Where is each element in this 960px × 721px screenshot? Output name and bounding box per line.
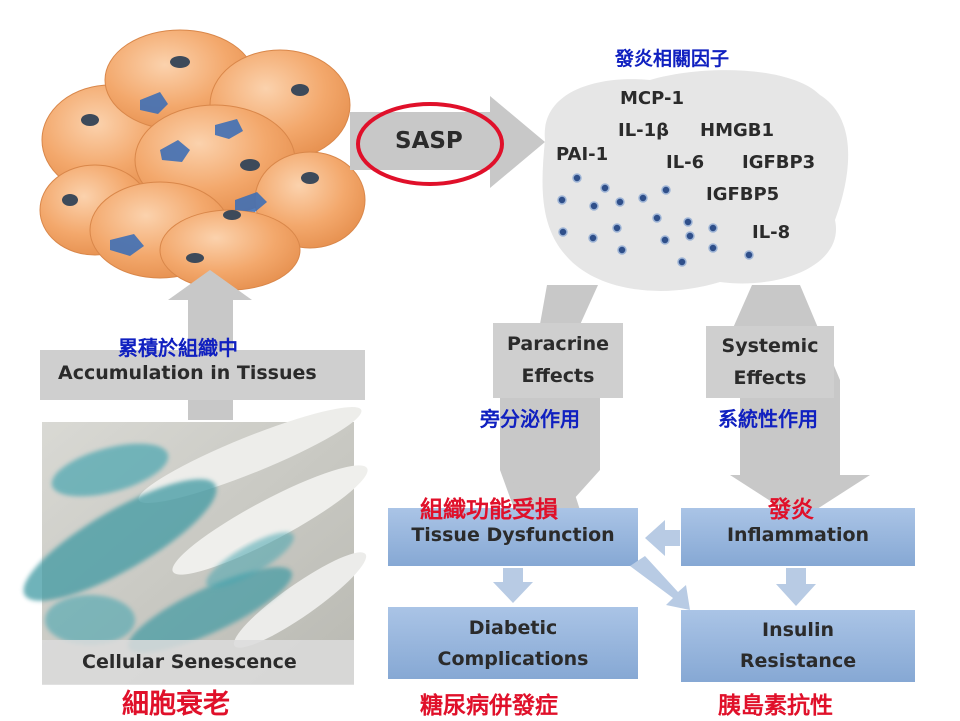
tissue-zh: 組織功能受損 (420, 496, 558, 523)
insulin-line2: Resistance (739, 650, 857, 672)
factor-il8: IL-8 (752, 222, 791, 243)
factor-igfbp3: IGFBP3 (742, 152, 816, 173)
senescence-zh: 細胞衰老 (122, 689, 230, 720)
inflammation-to-tissue-arrow (645, 520, 680, 556)
sasp-highlight-circle (356, 102, 504, 186)
accumulation-en: Accumulation in Tissues (58, 362, 317, 384)
factor-mcp1: MCP-1 (620, 88, 684, 109)
tissue-dysfunction-box (388, 508, 638, 566)
factor-igfbp5: IGFBP5 (706, 184, 780, 205)
insulin-zh: 胰島素抗性 (718, 692, 833, 719)
senescence-en: Cellular Senescence (82, 651, 297, 673)
accumulation-zh: 累積於組織中 (118, 336, 238, 360)
factors-title: 發炎相關因子 (615, 48, 730, 70)
diabetic-complications-box (388, 607, 638, 679)
systemic-box (706, 326, 834, 398)
diabetic-zh: 糖尿病併發症 (420, 692, 558, 719)
inflammation-zh: 發炎 (768, 496, 814, 523)
paracrine-arrow (500, 285, 600, 525)
factor-pai1: PAI-1 (556, 144, 609, 165)
senescent-cells-micrograph (23, 407, 368, 685)
inflammation-box (681, 508, 915, 566)
paracrine-label: Paracrine Effects (493, 328, 623, 392)
inflammation-to-insulin-arrow (776, 568, 816, 606)
factor-hmgb1: HMGB1 (700, 120, 774, 141)
tissue-to-diabetic-arrow (493, 568, 533, 603)
insulin-line1: Insulin (762, 619, 834, 641)
insulin-label: Insulin Resistance (681, 615, 915, 677)
factor-il1b: IL-1β (618, 120, 670, 141)
sasp-arrow (350, 96, 545, 188)
systemic-line1: Systemic (721, 335, 819, 357)
paracrine-line1: Paracrine (507, 333, 609, 355)
paracrine-line2: Effects (521, 365, 595, 387)
insulin-resistance-box (681, 610, 915, 682)
systemic-zh: 系統性作用 (718, 407, 818, 431)
senescent-cell-cluster (39, 29, 366, 291)
tissue-to-insulin-arrow (630, 556, 690, 610)
paracrine-zh: 旁分泌作用 (480, 407, 580, 431)
diabetic-label: Diabetic Complications (388, 613, 638, 675)
cytokine-particles (557, 173, 754, 267)
factor-cloud (542, 70, 849, 291)
paracrine-box (493, 323, 623, 398)
sasp-label: SASP (395, 128, 463, 154)
factor-il6: IL-6 (666, 152, 705, 173)
diabetic-line1: Diabetic (468, 617, 558, 639)
diabetic-line2: Complications (437, 648, 589, 670)
tissue-en: Tissue Dysfunction (411, 524, 615, 546)
systemic-label: Systemic Effects (706, 330, 834, 394)
accumulation-arrow (40, 270, 365, 420)
inflammation-en: Inflammation (726, 524, 870, 546)
systemic-line2: Effects (733, 367, 807, 389)
